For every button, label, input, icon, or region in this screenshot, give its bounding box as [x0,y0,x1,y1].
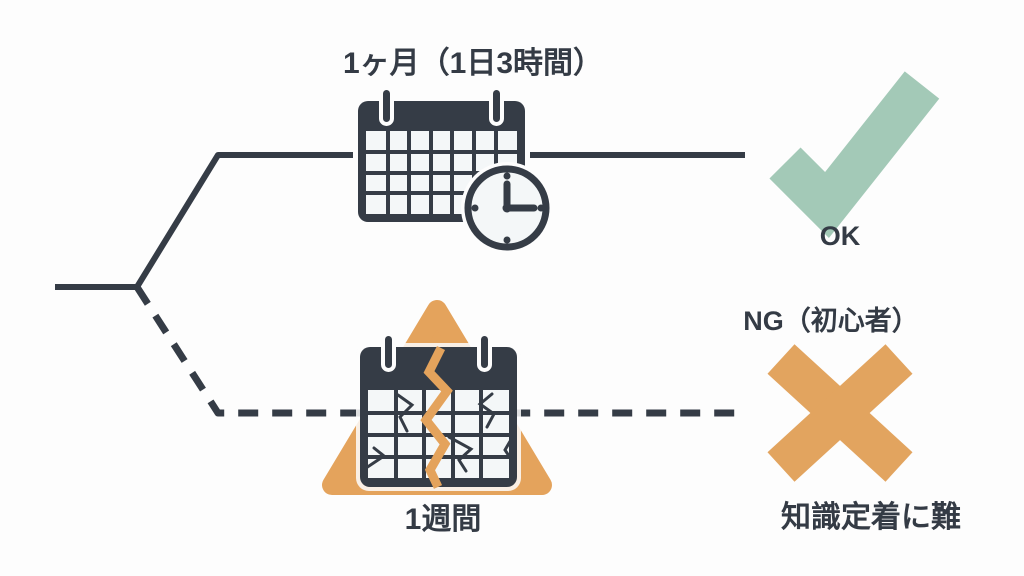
check-icon [769,71,940,239]
ok-label: OK [820,221,861,251]
clock-center-dot [502,203,512,213]
ng-label: NG（初心者） [743,306,919,336]
main-crack [420,345,453,489]
clock-tick-dots [471,172,545,244]
broken-calendar-ring-right [477,332,492,372]
cross-icon [767,344,913,482]
bottom-note-label: 知識定着に難 [781,500,961,534]
calendar-ring-left [379,86,394,126]
broken-calendar-warning-icon [322,300,552,495]
clock-icon [461,162,553,254]
dashed-branch-line [134,285,743,417]
broken-calendar-ring-left [381,332,396,372]
calendar-clock-icon [353,86,553,254]
small-cracks [364,392,514,473]
top-duration-label: 1ヶ月（1日3時間） [343,46,603,80]
calendar-ring-right [489,86,504,126]
bottom-duration-label: 1週間 [405,503,482,536]
